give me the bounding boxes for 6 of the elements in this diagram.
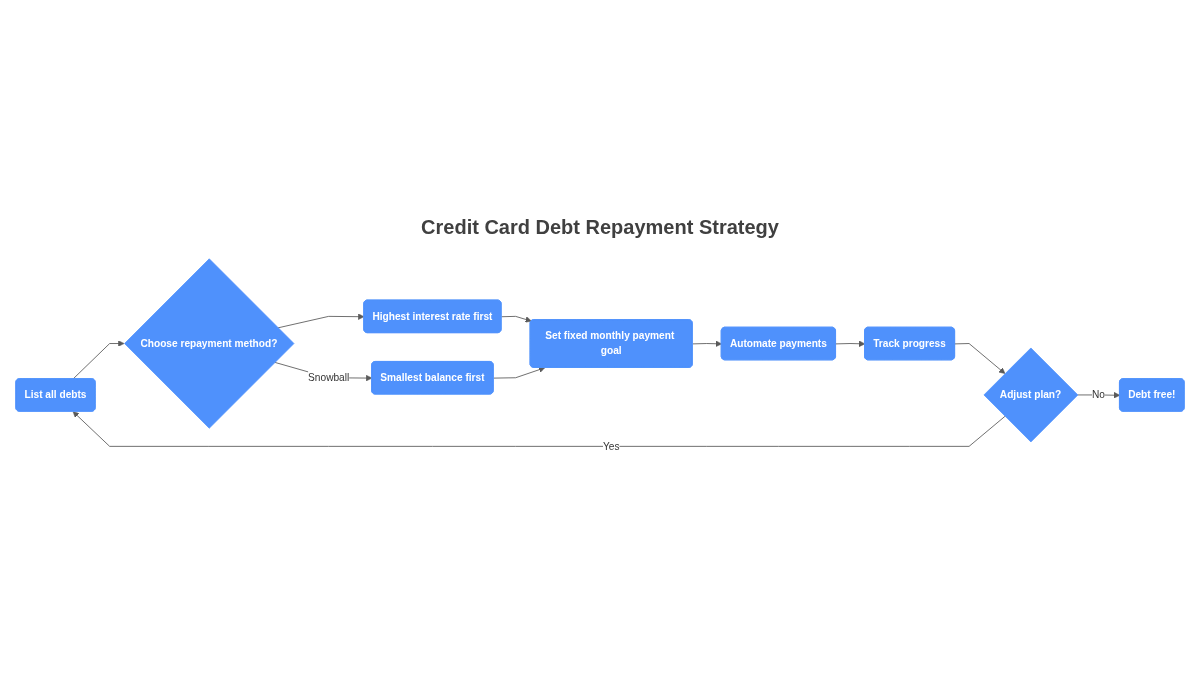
edge-label: Snowball <box>308 371 350 383</box>
diagram-title: Credit Card Debt Repayment Strategy <box>421 215 779 239</box>
node-diamond: Adjust plan? <box>983 347 1079 442</box>
edge-label: No <box>1092 388 1105 400</box>
edge-label: Yes <box>602 439 620 452</box>
node-diamond: Choose repayment method? <box>124 258 295 429</box>
